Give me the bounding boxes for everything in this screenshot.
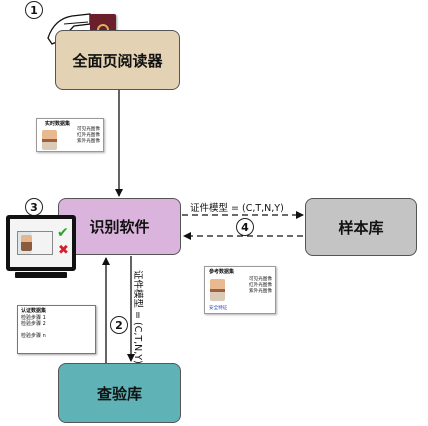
face-photo: [42, 130, 57, 150]
live-dataset-card: 实时数据集 可见光图像 红外光图像 紫外光图像: [36, 118, 104, 152]
recognition-software-box: 识别软件: [58, 198, 181, 255]
reference-card-line: 红外光图像: [249, 283, 272, 288]
list-item: 检验步骤 1: [21, 314, 46, 321]
inspection-library-label: 查验库: [96, 384, 142, 403]
checkmark-icon: ✔: [57, 225, 69, 241]
step-marker-2: 2: [110, 316, 128, 334]
sample-library-box: 样本库: [305, 198, 417, 256]
list-item: 检验步骤 n: [21, 332, 46, 339]
inspection-library-box: 查验库: [58, 363, 181, 423]
live-card-line: 可见光图像: [77, 127, 100, 132]
authentication-dataset-list: 认证数据集 检验步骤 1 检验步骤 2 检验步骤 n: [17, 305, 96, 354]
reference-dataset-card: 参考数据集 可见光图像 红外光图像 紫外光图像 安全特征: [204, 266, 276, 314]
cross-icon: ✖: [58, 243, 69, 258]
monitor-icon: ✔ ✖: [6, 215, 76, 271]
list-title: 认证数据集: [21, 308, 47, 314]
step-marker-1: 1: [25, 1, 43, 19]
reader-label: 全面页阅读器: [72, 51, 163, 70]
monitor-stand: [15, 272, 67, 278]
reference-card-line: 紫外光图像: [249, 289, 272, 294]
sample-library-label: 样本库: [338, 218, 384, 237]
face-photo: [210, 279, 225, 301]
live-card-title: 实时数据集: [45, 121, 71, 127]
live-card-line: 紫外光图像: [77, 139, 100, 144]
list-item: 检验步骤 2: [21, 321, 46, 327]
id-card-icon: [17, 231, 53, 255]
document-model-label-top: 证件模型 = (C,T,N,Y): [190, 203, 284, 214]
reference-card-title: 参考数据集: [209, 269, 235, 275]
step-marker-3: 3: [25, 198, 43, 216]
step-marker-4: 4: [236, 218, 254, 236]
reader-box: 全面页阅读器: [55, 30, 180, 90]
live-card-line: 红外光图像: [77, 133, 100, 138]
document-model-label-vertical: 证件模型 = (C,T,N,Y): [132, 270, 143, 364]
reference-card-footer: 安全特征: [209, 306, 228, 311]
recognition-label: 识别软件: [89, 218, 150, 236]
reference-card-line: 可见光图像: [249, 277, 272, 282]
